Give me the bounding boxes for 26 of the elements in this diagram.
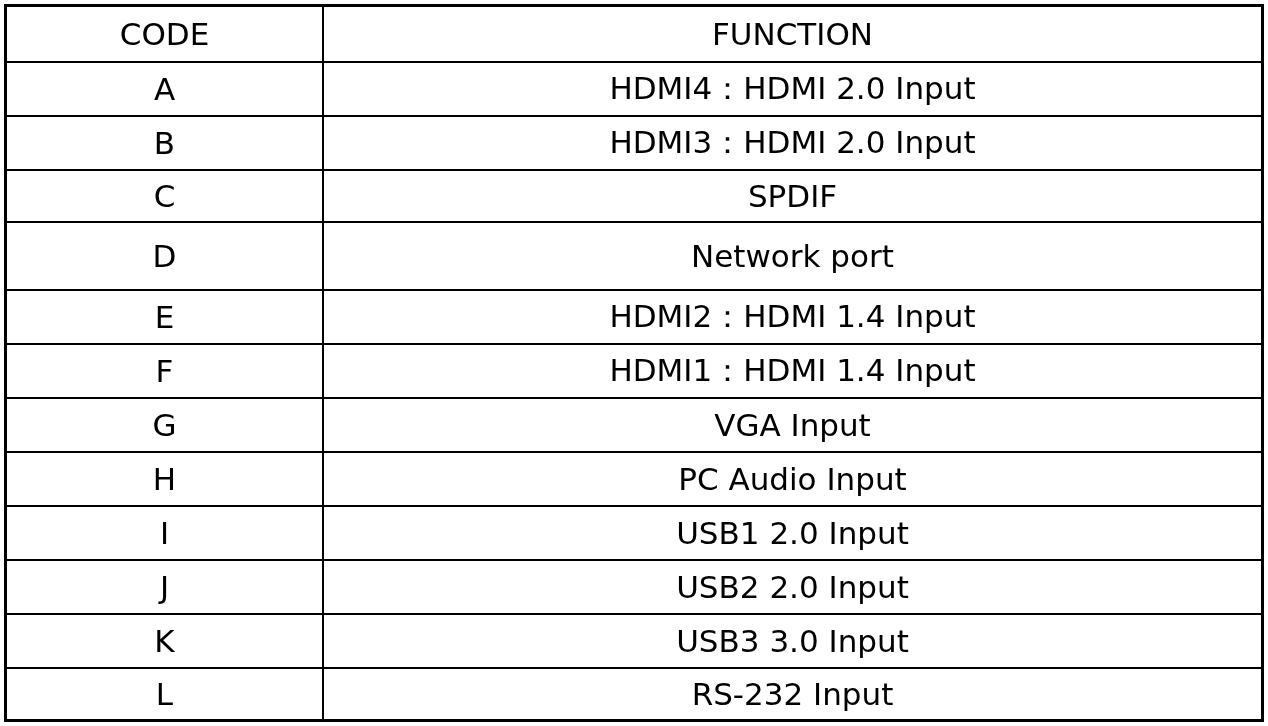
- table-cell: D: [7, 223, 324, 291]
- table-cell: I: [7, 507, 324, 561]
- table-cell-text: RS-232 Input: [690, 675, 895, 714]
- table-cell: HDMI3：HDMI 2.0 Input: [324, 117, 1261, 171]
- table-cell: E: [7, 291, 324, 345]
- table-cell: USB2 2.0 Input: [324, 561, 1261, 615]
- table-cell: SPDIF: [324, 171, 1261, 223]
- table-cell: H: [7, 453, 324, 507]
- table-cell: A: [7, 63, 324, 117]
- table-cell: USB3 3.0 Input: [324, 615, 1261, 669]
- table-cell: J: [7, 561, 324, 615]
- table-cell: HDMI4：HDMI 2.0 Input: [324, 63, 1261, 117]
- table-cell: C: [7, 171, 324, 223]
- table-cell: L: [7, 669, 324, 719]
- table-cell: HDMI1：HDMI 1.4 Input: [324, 345, 1261, 399]
- table-cell: VGA Input: [324, 399, 1261, 453]
- header-cell: CODE: [7, 7, 324, 63]
- table-cell: B: [7, 117, 324, 171]
- table-cell: PC Audio Input: [324, 453, 1261, 507]
- table-cell: Network port: [324, 223, 1261, 291]
- table-cell: K: [7, 615, 324, 669]
- table-cell: G: [7, 399, 324, 453]
- table-cell: USB1 2.0 Input: [324, 507, 1261, 561]
- table-cell: HDMI2：HDMI 1.4 Input: [324, 291, 1261, 345]
- header-cell: FUNCTION: [324, 7, 1261, 63]
- table-cell: F: [7, 345, 324, 399]
